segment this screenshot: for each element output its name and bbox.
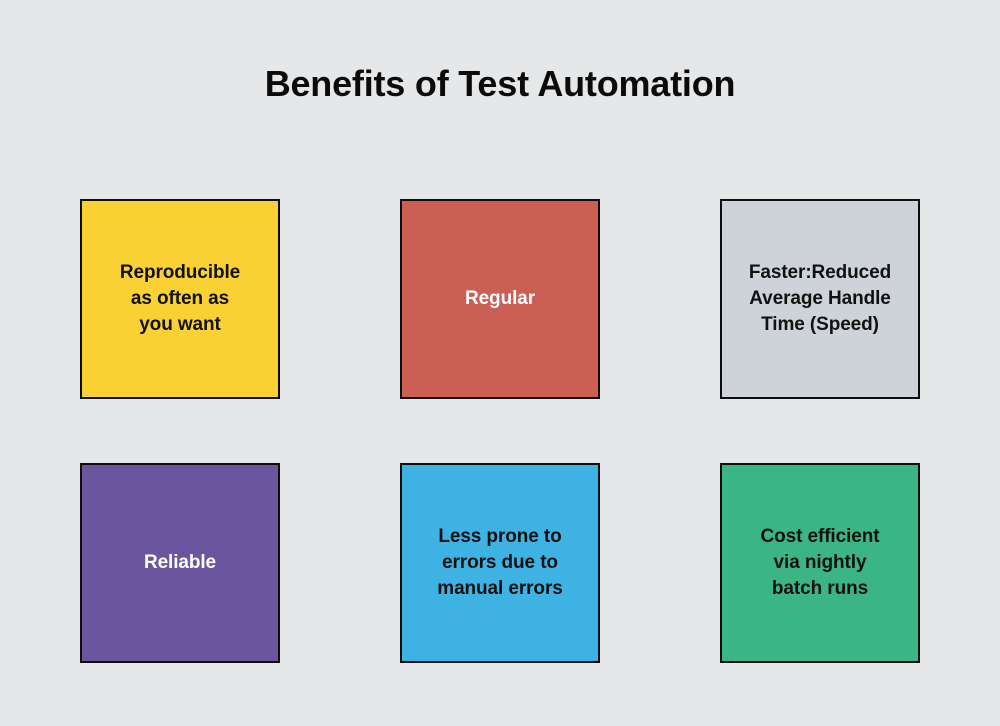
benefit-card-label: Reliable xyxy=(143,552,217,573)
benefit-card-reliable: Reliable xyxy=(80,463,280,663)
benefit-card-label: Reproducible as often as you want xyxy=(119,262,241,335)
benefit-card-cost-efficient: Cost efficient via nightly batch runs xyxy=(720,463,920,663)
benefit-card-label: Cost efficient via nightly batch runs xyxy=(760,526,880,599)
benefit-card-label: Faster:Reduced Average Handle Time (Spee… xyxy=(748,262,892,335)
benefit-card-label: Less prone to errors due to manual error… xyxy=(437,526,563,599)
benefit-card-label: Regular xyxy=(464,288,536,309)
benefit-card-regular: Regular xyxy=(400,199,600,399)
benefit-card-reproducible: Reproducible as often as you want xyxy=(80,199,280,399)
benefits-card-grid: Reproducible as often as you want Regula… xyxy=(80,199,920,663)
page-title: Benefits of Test Automation xyxy=(264,63,736,104)
benefit-card-faster: Faster:Reduced Average Handle Time (Spee… xyxy=(720,199,920,399)
benefit-card-less-prone-to-errors: Less prone to errors due to manual error… xyxy=(400,463,600,663)
